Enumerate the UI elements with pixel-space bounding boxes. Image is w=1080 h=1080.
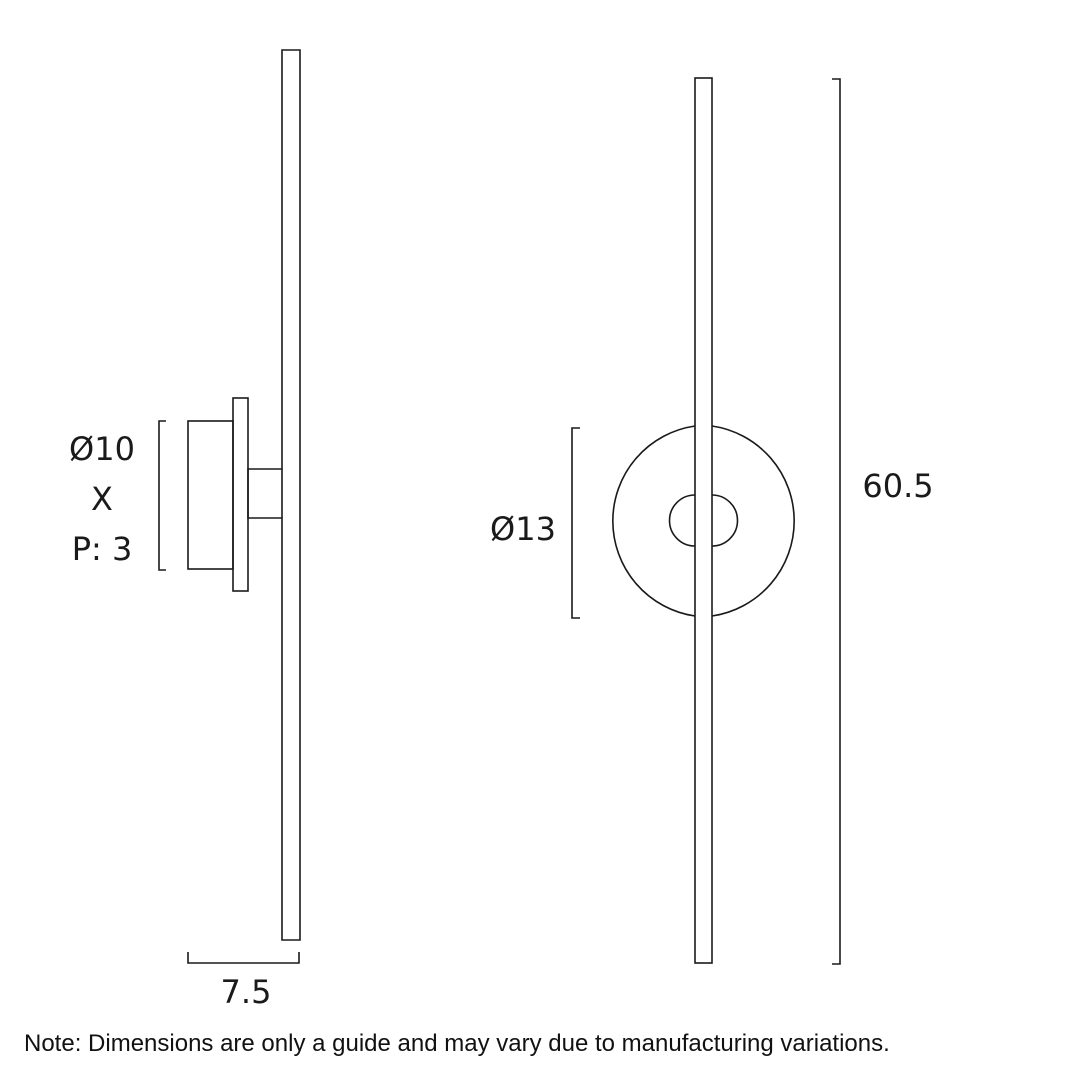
front-view-plate: [612, 425, 696, 617]
side-depth-label: 7.5: [221, 973, 272, 1011]
side-x-label: X: [91, 480, 113, 518]
front-view-hub-right: [711, 494, 739, 547]
front-view-hub-left: [668, 494, 696, 547]
side-view: [158, 49, 301, 964]
side-projection-label: P: 3: [72, 530, 133, 568]
front-height-label: 60.5: [862, 467, 933, 505]
front-view: [571, 77, 841, 965]
front-view-bar: [694, 77, 713, 964]
front-view-diameter-bracket: [571, 427, 580, 619]
side-view-bar: [247, 49, 301, 941]
front-plate-diameter-label: Ø13: [490, 510, 556, 548]
side-view-backplate: [232, 397, 249, 592]
front-view-plate-right: [711, 425, 795, 617]
disclaimer-note: Note: Dimensions are only a guide and ma…: [24, 1030, 890, 1057]
side-view-canopy: [187, 420, 234, 570]
side-view-diameter-bracket: [158, 420, 166, 571]
front-view-height-bracket: [832, 78, 841, 965]
side-view-depth-bracket: [187, 952, 300, 964]
side-diameter-label: Ø10: [69, 430, 135, 468]
